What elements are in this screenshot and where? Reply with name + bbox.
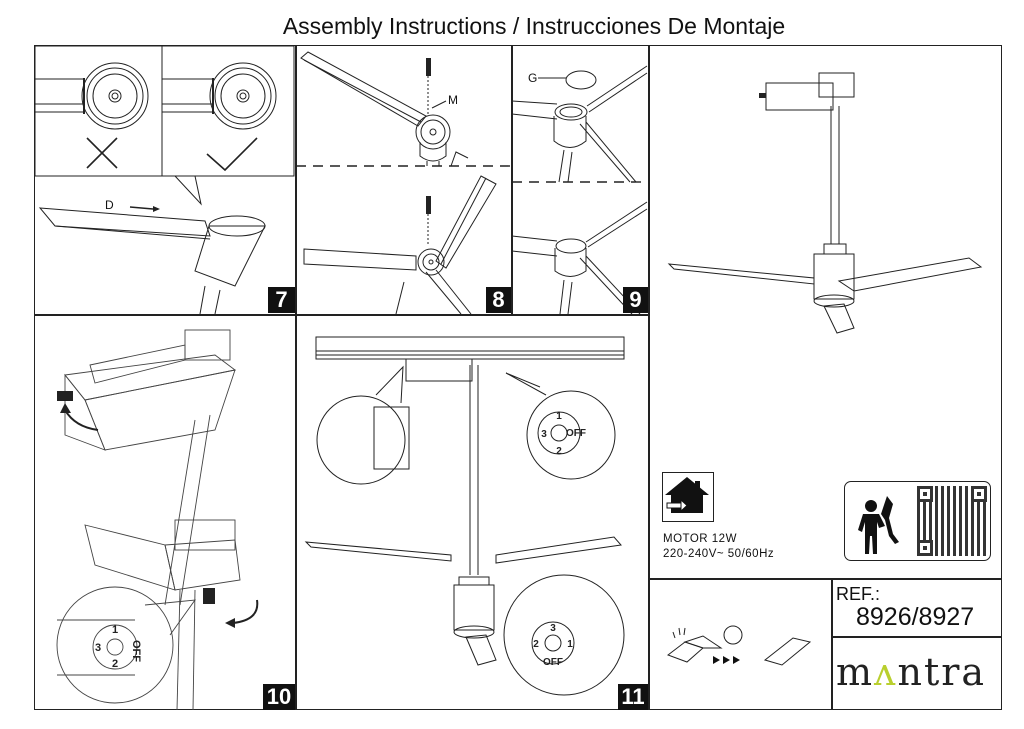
step-9-illustration: [512, 65, 648, 314]
indoor-use-icon: [662, 472, 714, 522]
brand-name-left: m: [836, 650, 875, 694]
assembled-fan-panel: [649, 46, 1002, 336]
driver-replacement-icon: [665, 620, 815, 670]
step-7-illustration: [35, 46, 295, 314]
assembled-fan-illustration: [667, 72, 983, 334]
divider: [648, 578, 1002, 580]
svg-text:OFF: OFF: [130, 640, 142, 662]
svg-text:3: 3: [541, 429, 547, 440]
step-number-10: 10: [263, 684, 295, 710]
step-9-panel: G 9: [512, 46, 648, 314]
step-8-panel: M 8: [296, 46, 511, 314]
svg-text:1: 1: [112, 624, 118, 636]
divider: [648, 45, 650, 710]
svg-text:1: 1: [567, 639, 573, 650]
voltage-spec: 220-240V~ 50/60Hz: [663, 548, 775, 560]
step-number-11: 11: [618, 684, 648, 710]
incorrect-x-icon: [86, 137, 118, 169]
divider: [34, 314, 648, 316]
step-number-8: 8: [486, 287, 511, 313]
step-7-panel: D 7: [35, 46, 295, 314]
brand-name-right: ntra: [897, 650, 987, 694]
step-number-9: 9: [623, 287, 648, 313]
svg-text:1: 1: [556, 411, 562, 422]
step-8-illustration: [296, 51, 511, 314]
svg-text:3: 3: [550, 623, 556, 634]
step-number-7: 7: [268, 287, 295, 313]
divider: [295, 45, 297, 710]
divider: [831, 578, 833, 710]
part-label-d: D: [105, 198, 114, 212]
svg-text:OFF: OFF: [566, 428, 586, 439]
qr-code-icon: [917, 486, 987, 556]
svg-text:2: 2: [533, 639, 539, 650]
svg-text:2: 2: [556, 446, 562, 457]
motor-power-spec: MOTOR 12W: [663, 533, 737, 545]
divider: [831, 636, 1002, 638]
document-title: Assembly Instructions / Instrucciones De…: [282, 13, 786, 39]
instructions-frame: [34, 45, 1002, 710]
technician-wrench-icon: [858, 496, 899, 554]
brand-accent: ʌ: [874, 650, 898, 694]
svg-text:3: 3: [95, 642, 101, 654]
technician-qr-box: [844, 481, 991, 561]
reference-number: 8926/8927: [856, 603, 975, 631]
svg-text:OFF: OFF: [543, 657, 563, 668]
reference-label: REF.:: [836, 584, 881, 604]
part-label-m: M: [448, 93, 458, 107]
divider: [511, 45, 513, 315]
part-label-g: G: [528, 71, 538, 85]
svg-text:2: 2: [112, 658, 118, 670]
correct-check-icon: [206, 137, 258, 172]
brand-logo: mʌntra: [836, 650, 986, 694]
